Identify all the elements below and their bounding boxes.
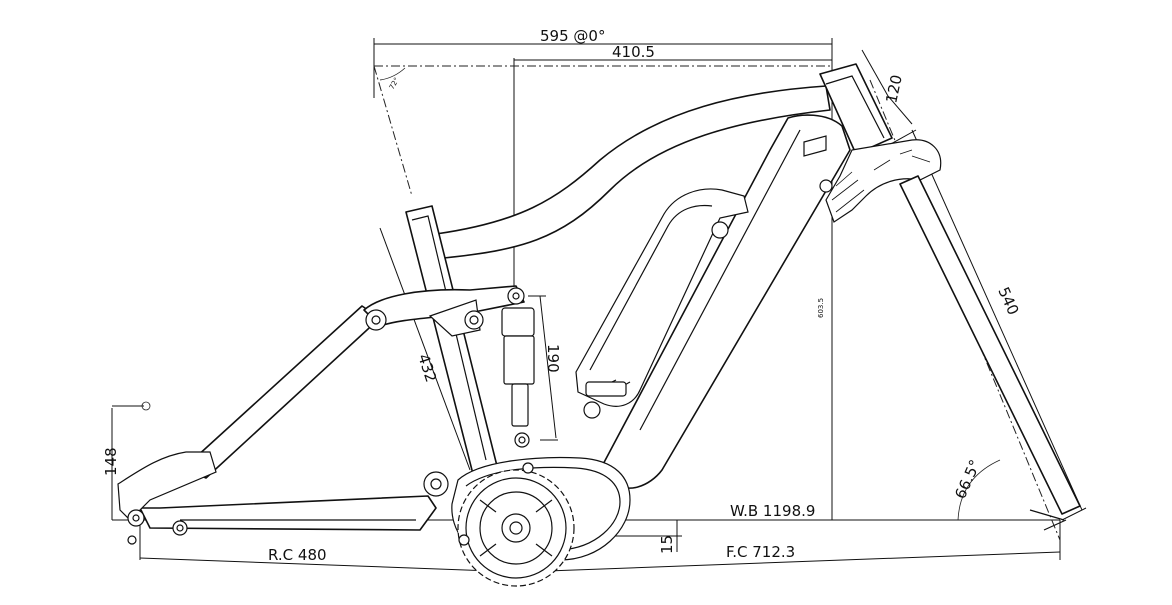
rear-shock	[501, 287, 535, 448]
seat-angle-label: 72°	[388, 76, 401, 91]
stack-label: 603.5	[817, 298, 825, 318]
seat-tube-label: 432	[414, 352, 440, 385]
chainstay-offset-label: 148	[102, 447, 120, 476]
dimension-labels: 595 @0° 410.5 120 540 66.5° 72° 432 190 …	[102, 27, 1022, 564]
battery-pack	[575, 135, 833, 419]
bike-frame	[117, 63, 1081, 587]
chainstay	[139, 495, 437, 531]
rear-center-label: R.C 480	[268, 546, 327, 564]
front-center-label: F.C 712.3	[726, 543, 795, 561]
fork-length-label: 540	[994, 284, 1022, 317]
shock-length-label: 190	[544, 344, 562, 373]
bb-drop-label: 15	[658, 535, 676, 554]
head-tube	[819, 63, 893, 155]
top-tube	[435, 85, 831, 259]
fork-leg	[899, 175, 1081, 515]
reach-label: 410.5	[612, 43, 655, 61]
drive-motor	[451, 456, 631, 587]
head-tube-label: 120	[882, 73, 906, 105]
wheelbase-label: W.B 1198.9	[730, 502, 815, 520]
seat-stay	[183, 305, 381, 479]
head-angle-label: 66.5°	[951, 457, 984, 502]
top-length-label: 595 @0°	[540, 27, 605, 45]
